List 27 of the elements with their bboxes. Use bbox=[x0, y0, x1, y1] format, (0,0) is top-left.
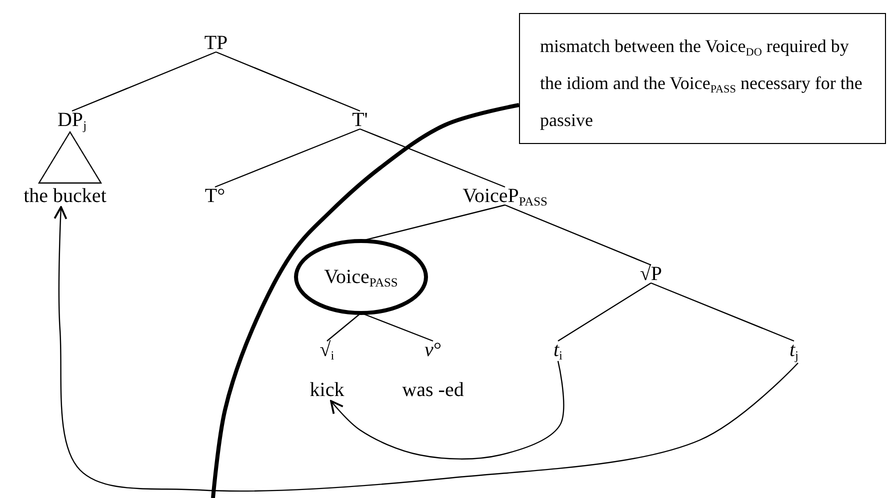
branch-line bbox=[650, 282, 794, 342]
tree-label: T° bbox=[204, 185, 226, 207]
tree-label: Voice$_{PASS}$ bbox=[324, 266, 398, 288]
branch-line bbox=[216, 51, 360, 112]
tree-label: DP$_{j}$ bbox=[57, 109, 87, 131]
branch-line bbox=[214, 128, 360, 188]
tree-label: T' bbox=[352, 109, 368, 131]
tree-label: v° bbox=[424, 339, 442, 361]
movement-arrow bbox=[54, 206, 798, 492]
callout-box bbox=[519, 13, 886, 144]
branch-line bbox=[72, 51, 216, 112]
tree-label: VoiceP$_{PASS}$ bbox=[462, 185, 548, 207]
movement-arrow bbox=[330, 360, 564, 460]
branch-line bbox=[360, 128, 506, 188]
tree-label: √P bbox=[640, 263, 662, 285]
tree-label: TP bbox=[204, 32, 228, 54]
branch-line bbox=[326, 312, 362, 342]
circled-node bbox=[294, 239, 428, 315]
branch-line bbox=[558, 282, 652, 342]
callout-text: mismatch between the Voice$_{DO}$ required by the idiom and the Voice$_{PASS}$ necessary for the passive bbox=[540, 35, 864, 132]
tree-label: kick bbox=[310, 379, 344, 401]
tree-label: t$_{i}$ bbox=[554, 339, 562, 361]
tree-label: was -ed bbox=[402, 379, 464, 401]
tree-label: √$_{i}$ bbox=[320, 339, 334, 361]
tree-label: t$_{j}$ bbox=[790, 339, 798, 361]
tree-label: the bucket bbox=[24, 185, 106, 207]
branch-line bbox=[504, 204, 652, 266]
